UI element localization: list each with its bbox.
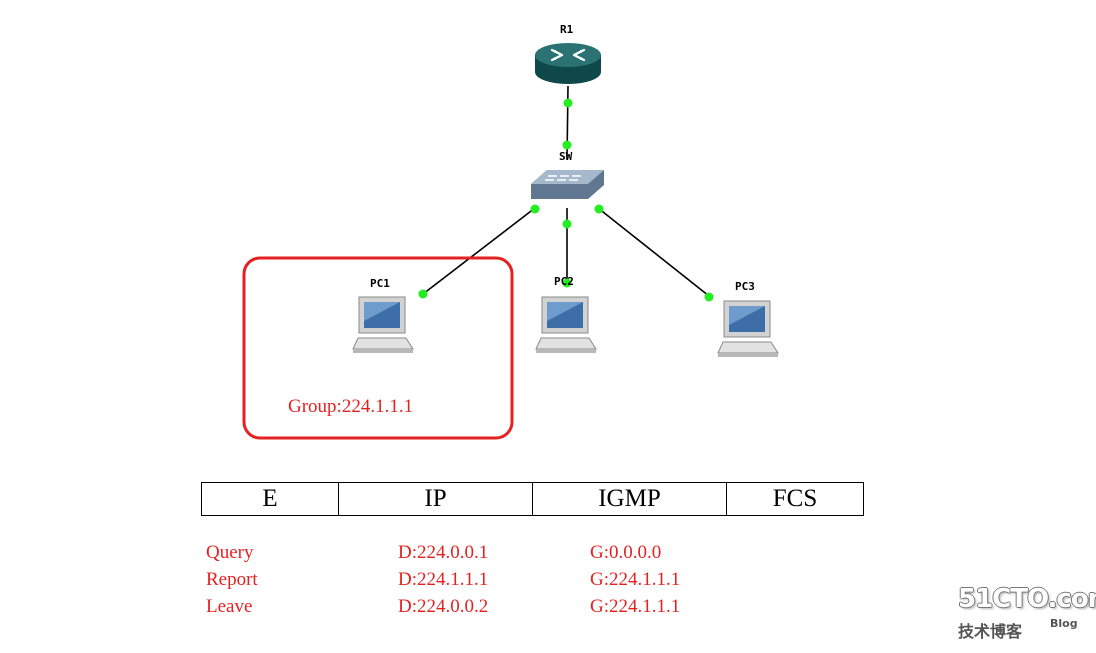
message-type: Query — [206, 542, 254, 563]
pc1-highlight-box — [242, 256, 514, 440]
field-fcs: FCS — [726, 482, 864, 516]
link-sw-pc1 — [422, 207, 536, 295]
link-dot — [562, 219, 572, 229]
link-dot — [563, 98, 573, 108]
link-dot — [562, 278, 572, 288]
link-dot — [562, 140, 572, 150]
message-ip: D:224.1.1.1 — [398, 569, 489, 590]
group-address-label: Group:224.1.1.1 — [288, 396, 414, 417]
label-pc2: PC2 — [554, 275, 574, 288]
message-igmp: G:0.0.0.0 — [590, 542, 662, 563]
pc3-icon[interactable] — [717, 300, 779, 357]
field-igmp: IGMP — [532, 482, 727, 516]
message-igmp: G:224.1.1.1 — [590, 569, 681, 590]
link-dot — [418, 289, 428, 299]
label-pc1: PC1 — [370, 277, 390, 290]
watermark-logo: 51CTO.com — [958, 584, 1096, 614]
message-ip: D:224.0.0.1 — [398, 542, 489, 563]
watermark-blog: Blog — [1050, 617, 1078, 630]
label-pc3: PC3 — [735, 280, 755, 293]
packet-format-table: E IP IGMP FCS — [201, 482, 864, 516]
switch-icon[interactable] — [531, 170, 604, 199]
watermark-subtitle: 技术博客 — [958, 622, 1023, 641]
link-dot — [594, 204, 604, 214]
field-ethernet: E — [201, 482, 339, 516]
table-row: E IP IGMP FCS — [201, 482, 864, 516]
label-sw: SW — [559, 150, 573, 163]
message-type: Report — [206, 569, 258, 590]
pc1-icon[interactable] — [352, 296, 414, 353]
field-ip: IP — [338, 482, 533, 516]
label-r1: R1 — [560, 23, 574, 36]
message-ip: D:224.0.0.2 — [398, 596, 489, 617]
link-status-dots — [418, 98, 714, 302]
link-dot — [704, 292, 714, 302]
link-dot — [530, 204, 540, 214]
pc2-icon[interactable] — [535, 296, 597, 353]
message-igmp: G:224.1.1.1 — [590, 596, 681, 617]
router-icon[interactable] — [535, 43, 601, 84]
link-sw-pc3 — [597, 207, 710, 297]
message-type: Leave — [206, 596, 253, 617]
